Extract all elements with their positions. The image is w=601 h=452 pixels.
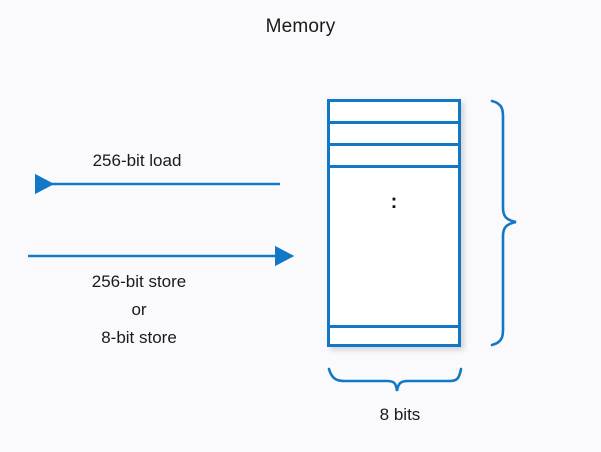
memory-row — [330, 102, 458, 124]
memory-block: : — [327, 99, 461, 347]
width-brace — [327, 367, 463, 392]
memory-row-body: : — [330, 168, 458, 328]
width-brace-label: 8 bits — [379, 405, 421, 424]
page-title: Memory — [265, 16, 336, 37]
store-label-line-1: 256-bit store — [91, 272, 187, 291]
height-brace — [490, 99, 517, 347]
vertical-ellipsis-icon: : — [390, 191, 398, 213]
store-label-line-2: or — [131, 300, 147, 319]
store-label-line-3: 8-bit store — [101, 328, 177, 347]
store-arrow-label: 256-bit store or 8-bit store — [0, 268, 278, 352]
memory-row — [330, 124, 458, 146]
memory-row — [330, 146, 458, 168]
load-arrow-label: 256-bit load — [92, 151, 182, 170]
memory-row — [330, 328, 458, 344]
